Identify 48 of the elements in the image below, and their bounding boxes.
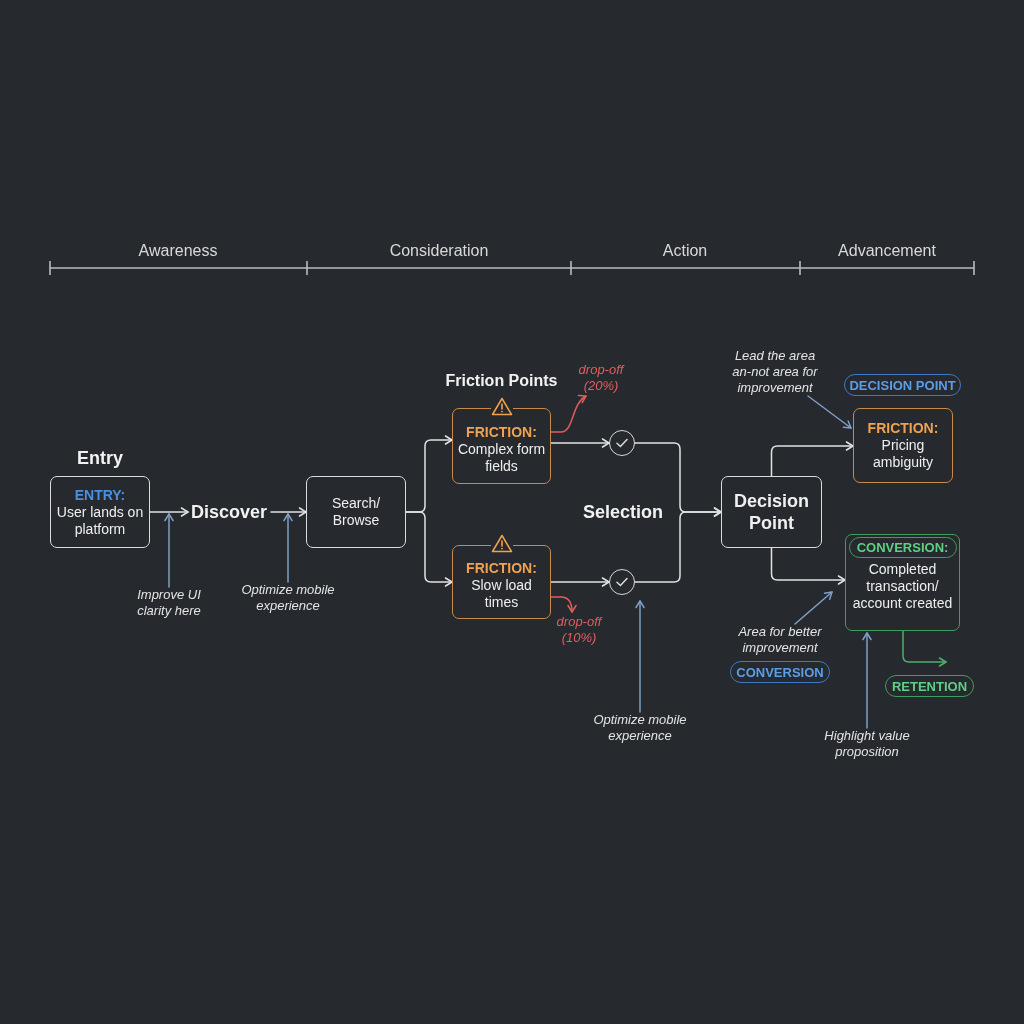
- annotation-note: Highlight value proposition: [812, 728, 922, 760]
- step-label: Selection: [583, 500, 663, 524]
- status-label: FRICTION:: [867, 420, 939, 437]
- stage-label: Advancement: [838, 241, 936, 261]
- merge-arrow: [634, 507, 722, 583]
- process-box: [306, 476, 406, 548]
- arrow: [902, 630, 947, 667]
- drop-off-arrow: [550, 395, 587, 433]
- decision-box: [721, 476, 822, 548]
- stage-label: Action: [662, 241, 708, 261]
- box-text: User lands on platform: [55, 503, 145, 538]
- box-text: Complex form fields: [456, 440, 547, 475]
- branch-arrow: [405, 511, 453, 587]
- annotation-note: Area for better improvement: [726, 624, 834, 656]
- leader-arrow: [283, 513, 293, 583]
- leader-arrow: [794, 591, 833, 625]
- arrow: [550, 438, 610, 448]
- leader-arrow: [635, 600, 645, 713]
- annotation-note: Optimize mobile experience: [232, 582, 344, 614]
- arrow: [770, 547, 846, 585]
- arrow: [550, 577, 610, 587]
- leader-arrow: [807, 395, 852, 429]
- status-label: ENTRY:: [74, 486, 126, 504]
- stage-label: Consideration: [389, 241, 489, 261]
- box-text: Search/ Browse: [330, 495, 382, 529]
- status-label: FRICTION:: [466, 423, 537, 441]
- drop-off-note: drop-off (20%): [568, 362, 634, 394]
- drop-off-note: drop-off (10%): [546, 614, 612, 646]
- box-text: Decision Point: [733, 490, 810, 534]
- annotation-note: Optimize mobile experience: [584, 712, 696, 744]
- annotation-note: Improve UI clarity here: [125, 587, 213, 619]
- box-text: Slow load times: [470, 576, 533, 611]
- arrow: [770, 441, 854, 477]
- box-text: Completed transaction/ account created: [851, 561, 954, 612]
- drop-off-arrow: [550, 596, 577, 613]
- step-label: Discover: [191, 500, 268, 524]
- arrow: [149, 507, 189, 517]
- conversion-box: [845, 534, 960, 631]
- arrow: [270, 507, 307, 517]
- friction-box: [853, 408, 953, 483]
- box-heading: Friction Points: [445, 372, 558, 390]
- stage-label: Awareness: [138, 241, 218, 261]
- box-text: Pricing ambiguity: [872, 437, 934, 471]
- leader-arrow: [862, 632, 872, 729]
- annotation-note: Lead the area an-not area for improvement: [726, 348, 824, 396]
- box-heading: Entry: [77, 448, 123, 468]
- leader-arrow: [164, 513, 174, 588]
- status-label: FRICTION:: [466, 559, 537, 577]
